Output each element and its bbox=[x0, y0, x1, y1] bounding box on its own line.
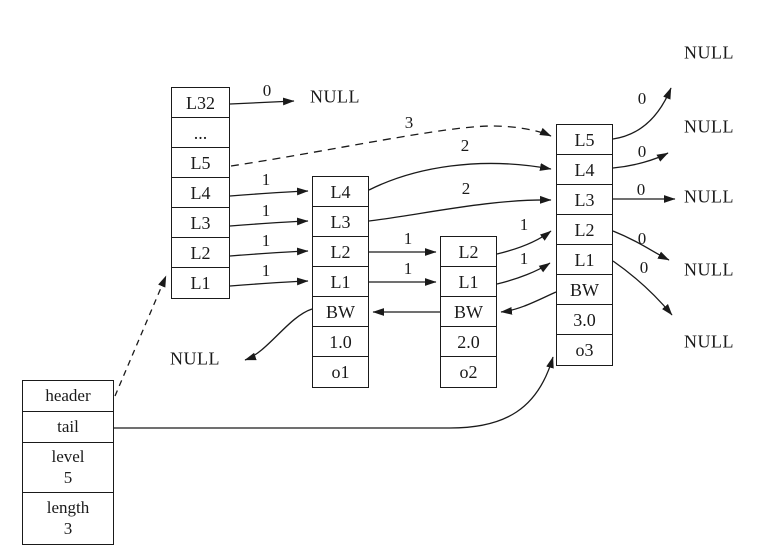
struct-row-header: header bbox=[23, 381, 113, 412]
null-from-o3-l4: NULL bbox=[684, 116, 734, 137]
o3-cell-bw: BW bbox=[557, 275, 612, 305]
struct-row-length: length 3 bbox=[23, 493, 113, 544]
edge-o1-l3-o3 bbox=[368, 195, 552, 222]
span-label-o2-l2: 1 bbox=[519, 215, 529, 234]
o3-cell-obj: o3 bbox=[557, 335, 612, 365]
o3-cell-l1: L1 bbox=[557, 245, 612, 275]
edge-l32-null bbox=[229, 97, 295, 106]
span-label-o1-l3: 2 bbox=[461, 179, 471, 198]
o1-cell-obj: o1 bbox=[313, 357, 368, 387]
o1-cell-l1: L1 bbox=[313, 267, 368, 297]
zskiplist-struct-box: header tail level 5 length 3 bbox=[22, 380, 114, 545]
struct-level-value: 5 bbox=[63, 467, 73, 487]
struct-header-label: header bbox=[45, 385, 91, 405]
span-label-o3-l5: 0 bbox=[637, 89, 647, 108]
span-label-hdr-l5: 3 bbox=[404, 113, 414, 132]
header-cell-l3: L3 bbox=[172, 208, 229, 238]
span-label-o2-l1: 1 bbox=[519, 249, 529, 268]
edge-header-l2-o1 bbox=[229, 247, 309, 257]
struct-length-label: length bbox=[46, 498, 90, 518]
o2-cell-l2: L2 bbox=[441, 237, 496, 267]
span-label-o3-l3: 0 bbox=[636, 180, 646, 199]
span-label-o3-l2: 0 bbox=[637, 229, 647, 248]
header-cell-l2: L2 bbox=[172, 238, 229, 268]
span-label-o1-l1: 1 bbox=[403, 259, 413, 278]
edge-o3-l4-null bbox=[612, 152, 669, 169]
struct-row-level: level 5 bbox=[23, 443, 113, 493]
node-o1: L4 L3 L2 L1 BW 1.0 o1 bbox=[312, 176, 369, 388]
o1-cell-bw: BW bbox=[313, 297, 368, 327]
o2-cell-obj: o2 bbox=[441, 357, 496, 387]
o2-cell-score: 2.0 bbox=[441, 327, 496, 357]
edge-o3-l5-null bbox=[612, 87, 672, 140]
header-node: L32 ... L5 L4 L3 L2 L1 bbox=[171, 87, 230, 299]
span-label-o1-l4: 2 bbox=[460, 136, 470, 155]
o1-cell-l3: L3 bbox=[313, 207, 368, 237]
edge-o3-l1-null bbox=[612, 260, 673, 316]
edge-o3-bw-o2 bbox=[500, 291, 557, 315]
span-label-hdr-l3: 1 bbox=[261, 201, 271, 220]
null-from-o1-bw: NULL bbox=[170, 348, 220, 369]
node-o2: L2 L1 BW 2.0 o2 bbox=[440, 236, 497, 388]
edge-o1-l4-o3 bbox=[368, 162, 552, 191]
struct-tail-label: tail bbox=[57, 416, 79, 436]
o3-cell-l2: L2 bbox=[557, 215, 612, 245]
null-from-o3-l2: NULL bbox=[684, 259, 734, 280]
header-cell-l32: L32 bbox=[172, 88, 229, 118]
edge-struct-tail-o3 bbox=[114, 356, 554, 429]
node-o3: L5 L4 L3 L2 L1 BW 3.0 o3 bbox=[556, 124, 613, 366]
struct-row-tail: tail bbox=[23, 412, 113, 443]
edge-header-l4-o1 bbox=[229, 187, 309, 197]
span-label-hdr-l32: 0 bbox=[262, 81, 272, 100]
struct-level-label: level bbox=[51, 447, 85, 467]
o1-cell-score: 1.0 bbox=[313, 327, 368, 357]
null-from-o3-l3: NULL bbox=[684, 186, 734, 207]
null-from-o3-l1: NULL bbox=[684, 331, 734, 352]
edge-header-l1-o1 bbox=[229, 277, 309, 287]
span-label-hdr-l4: 1 bbox=[261, 170, 271, 189]
o3-cell-l3: L3 bbox=[557, 185, 612, 215]
o3-cell-l4: L4 bbox=[557, 155, 612, 185]
edge-o2-l1-o3 bbox=[496, 262, 551, 285]
span-label-o1-l2: 1 bbox=[403, 229, 413, 248]
header-cell-ellipsis: ... bbox=[172, 118, 229, 148]
o3-cell-l5: L5 bbox=[557, 125, 612, 155]
span-label-hdr-l1: 1 bbox=[261, 261, 271, 280]
edge-o3-l2-null bbox=[612, 230, 670, 261]
o1-cell-l2: L2 bbox=[313, 237, 368, 267]
struct-length-value: 3 bbox=[63, 518, 73, 538]
header-cell-l5: L5 bbox=[172, 148, 229, 178]
span-label-o3-l4: 0 bbox=[637, 142, 647, 161]
o2-cell-bw: BW bbox=[441, 297, 496, 327]
header-cell-l1: L1 bbox=[172, 268, 229, 298]
span-label-hdr-l2: 1 bbox=[261, 231, 271, 250]
o3-cell-score: 3.0 bbox=[557, 305, 612, 335]
edge-header-l5-o3 bbox=[230, 125, 552, 167]
span-label-o3-l1: 0 bbox=[639, 258, 649, 277]
o1-cell-l4: L4 bbox=[313, 177, 368, 207]
edge-struct-header bbox=[114, 275, 167, 397]
header-cell-l4: L4 bbox=[172, 178, 229, 208]
null-from-o3-l5: NULL bbox=[684, 42, 734, 63]
edge-header-l3-o1 bbox=[229, 217, 309, 227]
null-from-l32: NULL bbox=[310, 86, 360, 107]
o2-cell-l1: L1 bbox=[441, 267, 496, 297]
edge-o1-bw-null bbox=[244, 308, 313, 361]
edge-o2-l2-o3 bbox=[496, 230, 552, 255]
